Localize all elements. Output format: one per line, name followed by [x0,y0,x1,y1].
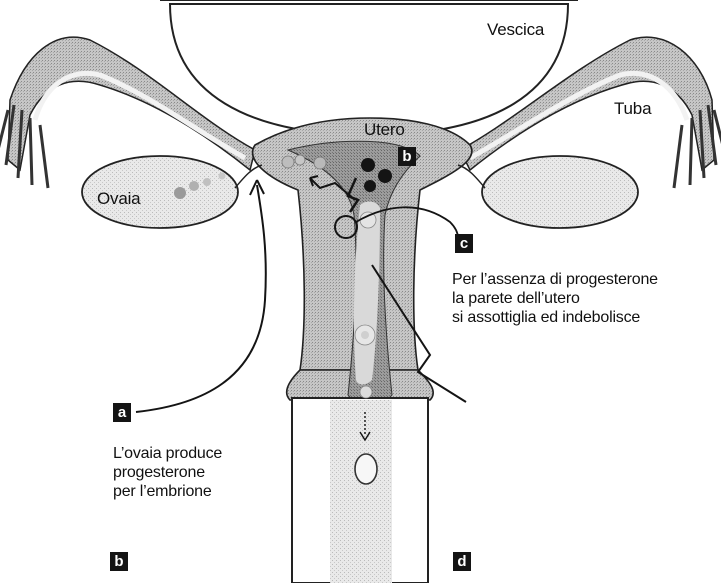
annotation-c-line: Per l’assenza di progesterone [452,270,658,289]
annotation-a-line: progesterone [113,463,222,482]
badge-d: d [453,552,471,571]
label-utero: Utero [364,121,405,138]
badge-c: c [455,234,473,253]
right-ovary [458,156,638,228]
annotation-c: Per l’assenza di progesterone la parete … [452,270,658,327]
annotation-c-line: la parete dell’utero [452,289,658,308]
badge-b-bottom: b [110,552,128,571]
vaginal-canal [292,398,428,583]
label-tuba: Tuba [614,100,651,117]
label-vescica: Vescica [487,21,544,38]
badge-a: a [113,403,131,422]
annotation-c-line: si assottiglia ed indebolisce [452,308,658,327]
annotation-a: L’ovaia produce progesterone per l’embri… [113,444,222,501]
annotation-a-line: per l’embrione [113,482,222,501]
badge-b-top: b [398,147,416,166]
expelled-egg [355,454,377,484]
annotation-a-line: L’ovaia produce [113,444,222,463]
label-ovaia: Ovaia [97,190,140,207]
